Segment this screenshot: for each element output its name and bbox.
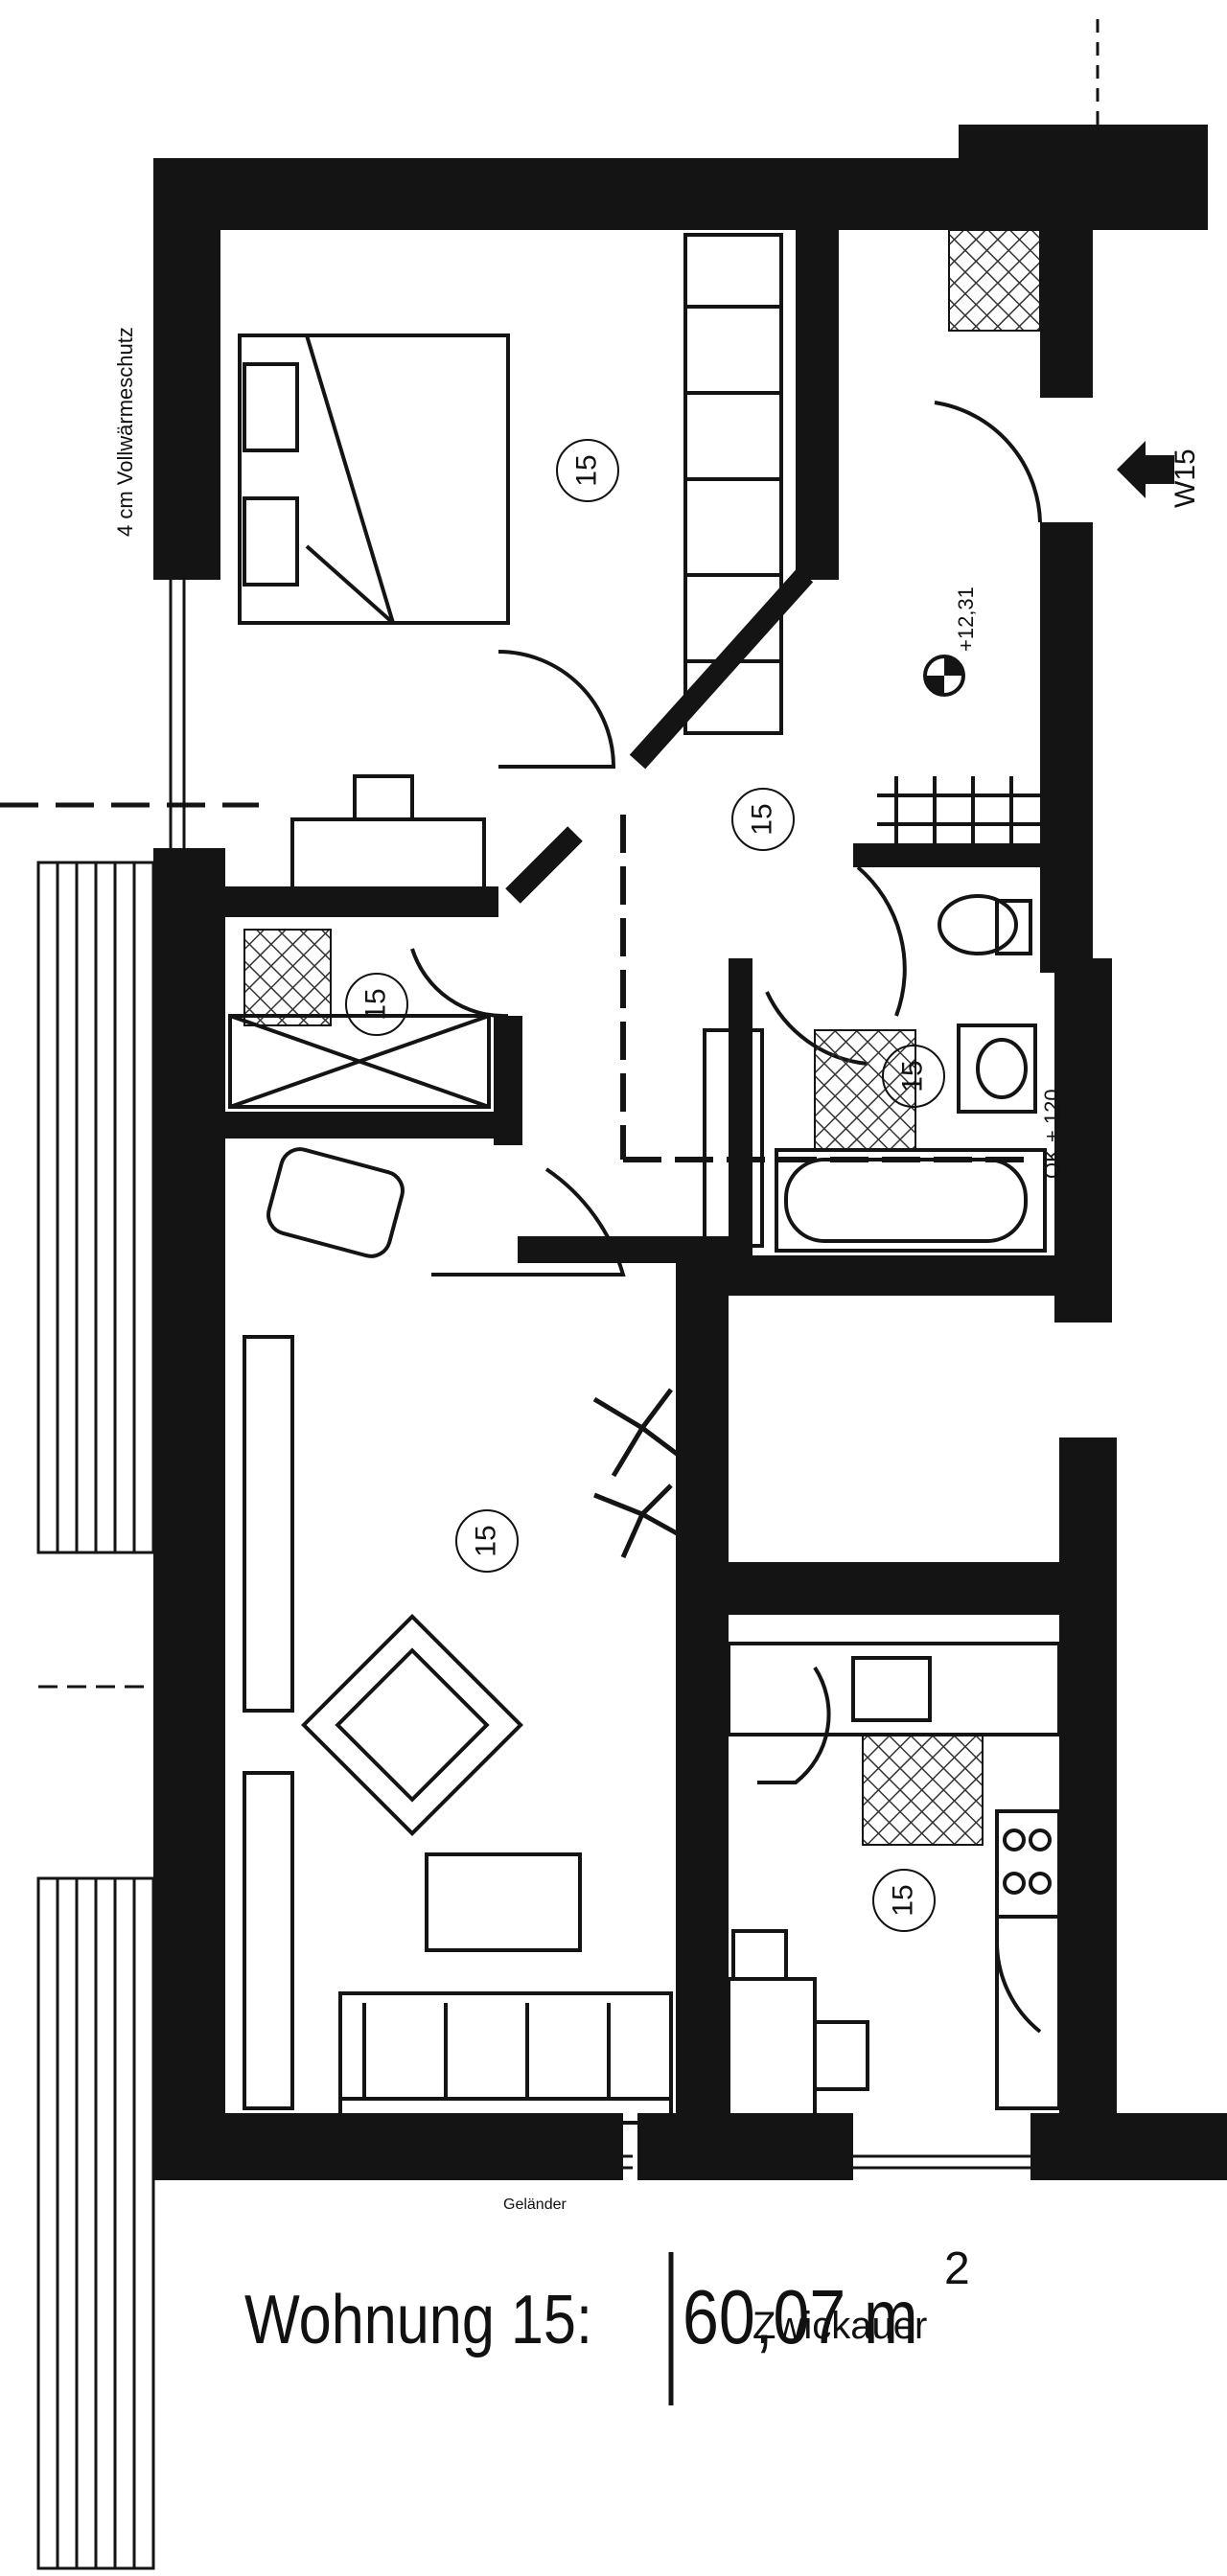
insulation-note: 4 cm Vollwärmeschutz — [113, 327, 137, 537]
room-number-storage: 15 — [345, 973, 408, 1036]
desk — [290, 774, 486, 908]
bed — [238, 334, 510, 625]
bathroom-fixtures — [703, 894, 1047, 1253]
room-number-kitchen: 15 — [872, 1869, 936, 1932]
room-number-living: 15 — [455, 1509, 519, 1573]
entrance-arrow-icon — [1117, 441, 1174, 498]
kitchen-fixtures — [727, 1642, 1061, 2125]
coat-rack — [877, 776, 1045, 843]
room-number-bedroom: 15 — [556, 439, 619, 502]
walls — [153, 125, 1227, 2180]
wall-tag: W15 — [1169, 448, 1201, 508]
apartment-area-unit-exponent: 2 — [944, 2243, 970, 2294]
bath-note: OK + 120 — [1040, 1089, 1064, 1179]
balcony-railing — [36, 861, 155, 2570]
apartment-title: Wohnung 15: — [244, 2282, 592, 2358]
apartment-area: 60,07 m — [683, 2274, 918, 2359]
living-furniture — [243, 1147, 673, 2125]
room-number-hall: 15 — [731, 788, 795, 851]
diagonal-walls — [505, 567, 814, 904]
doors — [410, 401, 1042, 2034]
wardrobe — [683, 233, 783, 735]
overlay-text: Zwickauer — [752, 2305, 928, 2347]
level-marker-label: +12,31 — [954, 586, 978, 652]
plant-icon — [592, 1388, 687, 1559]
area-divider — [668, 2252, 674, 2405]
window-note: Geländer — [503, 2196, 567, 2213]
room-number-bath: 15 — [882, 1045, 945, 1108]
level-marker-icon — [923, 655, 965, 697]
